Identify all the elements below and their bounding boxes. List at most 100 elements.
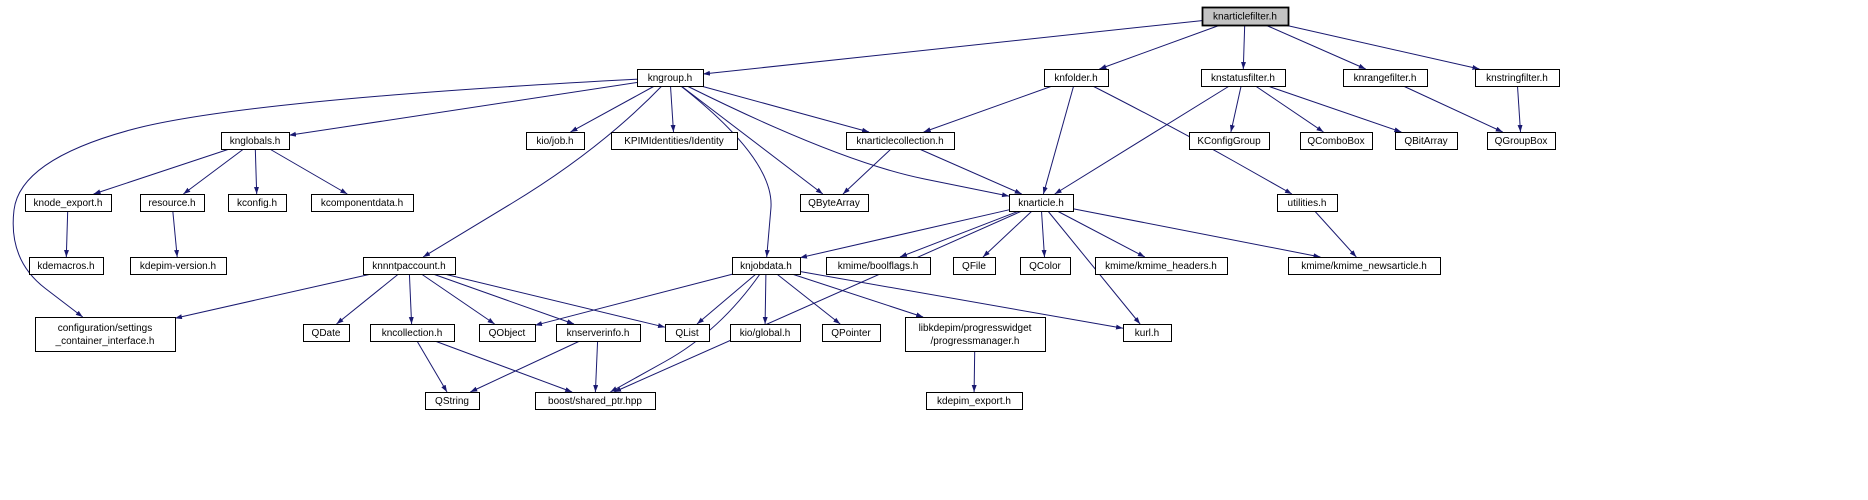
edge-knstringfilter-to-qgroupbox	[1517, 85, 1523, 133]
node-box-qpointer	[822, 324, 881, 342]
node-box-utilities	[1277, 194, 1338, 212]
edge-knjobdata-to-qlist	[696, 273, 757, 325]
node-box-knfolder	[1044, 69, 1109, 87]
node-knstringfilter[interactable]: knstringfilter.h	[1475, 69, 1560, 87]
edge-knfolder-to-utilities	[1092, 85, 1293, 195]
edge-knglobals-to-resource	[183, 148, 244, 195]
node-kdepimversion[interactable]: kdepim-version.h	[130, 257, 227, 275]
edge-knarticle-to-qcolor	[1041, 210, 1047, 258]
node-label-utilities: utilities.h	[1288, 198, 1327, 209]
node-box-resource	[140, 194, 205, 212]
node-label-kncollection: kncollection.h	[382, 328, 443, 339]
node-label-knfolder: knfolder.h	[1054, 73, 1097, 84]
node-kdepimexport[interactable]: kdepim_export.h	[926, 392, 1023, 410]
edge-knarticle-to-kurl	[1047, 210, 1141, 325]
node-knnntpaccount[interactable]: knnntpaccount.h	[363, 257, 456, 275]
node-knserverinfo[interactable]: knserverinfo.h	[556, 324, 641, 342]
edge-knarticlecollection-to-knarticle	[919, 148, 1022, 195]
edge-knjobdata-to-progressmanager	[791, 273, 924, 318]
node-qpointer[interactable]: QPointer	[822, 324, 881, 342]
edge-knnntpaccount-to-knserverinfo	[432, 273, 575, 325]
node-box-qcolor	[1020, 257, 1071, 275]
node-knarticlefilter[interactable]: knarticlefilter.h	[1201, 6, 1290, 27]
node-knstatusfilter[interactable]: knstatusfilter.h	[1201, 69, 1286, 87]
edge-knjobdata-to-qobject	[534, 273, 734, 326]
node-label-kpimidentity: KPIMIdentities/Identity	[624, 136, 724, 147]
node-kioglobal[interactable]: kio/global.h	[730, 324, 801, 342]
node-label-qpointer: QPointer	[831, 328, 871, 339]
node-kcomponentdata[interactable]: kcomponentdata.h	[311, 194, 414, 212]
edge-kngroup-to-settings	[12, 78, 638, 318]
node-qdate[interactable]: QDate	[303, 324, 350, 342]
edge-knjobdata-to-boostsharedptr	[610, 273, 761, 393]
edge-knglobals-to-knodeexport	[93, 148, 230, 195]
node-kncollection[interactable]: kncollection.h	[370, 324, 455, 342]
node-box-kncollection	[370, 324, 455, 342]
node-qcombobox[interactable]: QComboBox	[1300, 132, 1373, 150]
node-box-qlist	[665, 324, 710, 342]
node-kpimidentity[interactable]: KPIMIdentities/Identity	[611, 132, 738, 150]
node-label-qdate: QDate	[312, 328, 341, 339]
edge-knnntpaccount-to-kncollection	[408, 273, 414, 325]
node-qlist[interactable]: QList	[665, 324, 710, 342]
node-kdemacros[interactable]: kdemacros.h	[29, 257, 104, 275]
node-box-kngroup	[637, 69, 704, 87]
edge-knnntpaccount-to-qlist	[444, 273, 666, 328]
edge-knarticlefilter-to-knfolder	[1099, 24, 1221, 70]
node-knrangefilter[interactable]: knrangefilter.h	[1343, 69, 1428, 87]
node-qgroupbox[interactable]: QGroupBox	[1487, 132, 1556, 150]
node-progressmanager[interactable]: libkdepim/progresswidget/progressmanager…	[905, 317, 1046, 352]
node-kngroup[interactable]: kngroup.h	[637, 69, 704, 87]
node-box-knarticlefilter	[1201, 6, 1290, 27]
edge-kncollection-to-qstring	[416, 340, 448, 393]
graph-nodes: knarticlefilter.h kngroup.h knfolder.h knst…	[25, 6, 1560, 410]
node-knfolder[interactable]: knfolder.h	[1044, 69, 1109, 87]
node-box-kconfiggroup	[1189, 132, 1270, 150]
node-knglobals[interactable]: knglobals.h	[221, 132, 290, 150]
node-resource[interactable]: resource.h	[140, 194, 205, 212]
node-box-kpimidentity	[611, 132, 738, 150]
node-utilities[interactable]: utilities.h	[1277, 194, 1338, 212]
node-settings[interactable]: configuration/settings_container_interfa…	[35, 317, 176, 352]
node-label-kngroup: kngroup.h	[648, 73, 692, 84]
node-qcolor[interactable]: QColor	[1020, 257, 1071, 275]
node-box-kioglobal	[730, 324, 801, 342]
edge-knarticlefilter-to-knstringfilter	[1284, 24, 1480, 70]
node-boolflags[interactable]: kmime/boolflags.h	[826, 257, 931, 275]
node-kconfig[interactable]: kconfig.h	[228, 194, 287, 212]
node-box-kdepimexport	[926, 392, 1023, 410]
node-knjobdata[interactable]: knjobdata.h	[732, 257, 801, 275]
node-box-qdate	[303, 324, 350, 342]
node-label-boolflags: kmime/boolflags.h	[838, 261, 919, 272]
node-label-knstringfilter: knstringfilter.h	[1486, 73, 1548, 84]
node-label-kconfig: kconfig.h	[237, 198, 277, 209]
node-qbytearray[interactable]: QByteArray	[800, 194, 869, 212]
node-boostsharedptr[interactable]: boost/shared_ptr.hpp	[535, 392, 656, 410]
node-qstring[interactable]: QString	[425, 392, 480, 410]
node-knodeexport[interactable]: knode_export.h	[25, 194, 112, 212]
node-kmimeheaders[interactable]: kmime/kmime_headers.h	[1095, 257, 1228, 275]
node-kmimenewsarticle[interactable]: kmime/kmime_newsarticle.h	[1288, 257, 1441, 275]
node-box-progressmanager	[905, 317, 1046, 352]
node-box-kmimeheaders	[1095, 257, 1228, 275]
node-box-knodeexport	[25, 194, 112, 212]
node-label-qlist: QList	[675, 328, 699, 339]
node-knarticlecollection[interactable]: knarticlecollection.h	[846, 132, 955, 150]
edge-knglobals-to-kconfig	[253, 148, 259, 195]
node-qobject[interactable]: QObject	[479, 324, 536, 342]
node-qbitarray[interactable]: QBitArray	[1395, 132, 1458, 150]
node-kiojob[interactable]: kio/job.h	[526, 132, 585, 150]
node-kconfiggroup[interactable]: KConfigGroup	[1189, 132, 1270, 150]
node-label-qbytearray: QByteArray	[808, 198, 860, 209]
edge-knarticlefilter-to-kngroup	[702, 20, 1203, 76]
node-label-knjobdata: knjobdata.h	[740, 261, 792, 272]
node-qfile[interactable]: QFile	[953, 257, 996, 275]
node-label-qobject: QObject	[489, 328, 526, 339]
node-kurl[interactable]: kurl.h	[1123, 324, 1172, 342]
edge-knrangefilter-to-qgroupbox	[1403, 85, 1503, 133]
node-knarticle[interactable]: knarticle.h	[1009, 194, 1074, 212]
edge-knstatusfilter-to-kconfiggroup	[1229, 85, 1242, 133]
edge-knserverinfo-to-qstring	[470, 340, 581, 393]
node-label-progressmanager-line2: /progressmanager.h	[931, 336, 1020, 347]
